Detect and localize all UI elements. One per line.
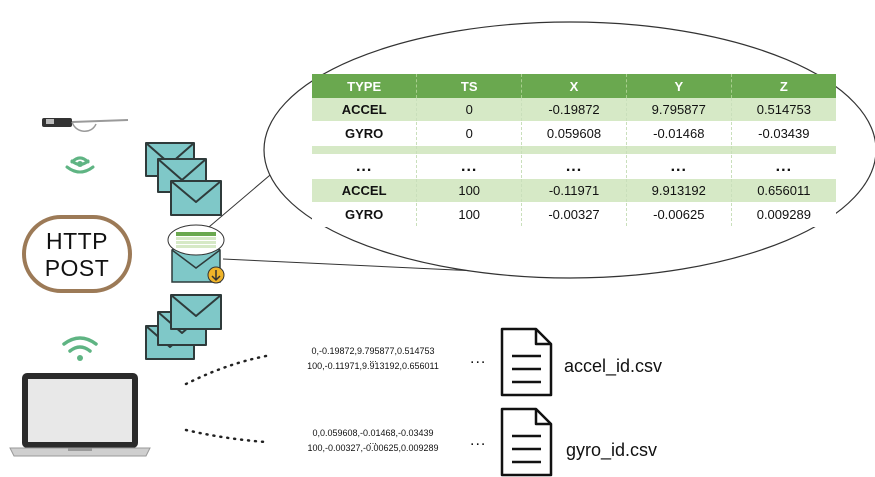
download-badge-icon [207,266,225,284]
gyro-file-name: gyro_id.csv [566,440,658,460]
table-cell: 9.913192 [626,178,732,203]
table-row: GYRO 100 -0.00327 -0.00625 0.009289 [312,202,836,227]
accel-csv-ellipsis: ... [369,354,377,364]
envelope-stack-bottom [145,294,222,360]
envelope-stack-top [145,142,222,216]
gyro-csv-line-first: 0,0.059608,-0.01468,-0.03439 [312,428,434,438]
table-row [312,145,836,155]
envelope-icon [170,180,222,216]
table-cell [521,145,627,155]
table-cell: ACCEL [312,98,418,122]
http-post-bubble: HTTP POST [22,215,132,293]
table-cell [416,145,523,155]
table-cell: 0.059608 [521,121,627,146]
accel-file-connector: ... [470,350,487,367]
wireless-signal-icon [65,156,95,174]
table-cell: 100 [416,202,523,227]
table-cell: -0.19872 [521,98,627,122]
table-cell: ... [731,154,836,179]
table-cell: -0.00327 [521,202,627,227]
attachment-envelope-icon [167,224,225,284]
table-cell: 0.009289 [731,202,836,227]
table-cell: ... [312,154,418,179]
table-cell: -0.11971 [521,178,627,203]
table-cell [312,145,418,155]
gyro-file-connector: ... [470,432,487,449]
table-cell [626,145,732,155]
dotted-connector-accel [184,354,268,386]
table-cell: 9.795877 [626,98,732,122]
table-cell: ACCEL [312,178,418,203]
table-row: ACCEL 100 -0.11971 9.913192 0.656011 [312,178,836,203]
gyro-csv-line-last: 100,-0.00327,-0.00625,0.009289 [307,443,439,453]
table-cell: ... [521,154,627,179]
file-document-icon [500,327,553,397]
table-row: GYRO 0 0.059608 -0.01468 -0.03439 [312,121,836,146]
table-cell: 0 [416,121,523,146]
accel-csv-line-last: 100,-0.11971,9.913192,0.656011 [307,361,439,371]
sensor-data-table: TYPE TS X Y Z ACCEL 0 -0.19872 9.795877 … [312,74,836,227]
dotted-connector-gyro [184,428,268,444]
table-cell: -0.01468 [626,121,732,146]
table-cell: 0.656011 [731,178,836,203]
table-cell: 100 [416,178,523,203]
accel-file-name: accel_id.csv [564,356,663,376]
http-label: HTTP [45,228,109,254]
column-header-z: Z [731,74,836,98]
table-cell: GYRO [312,202,418,227]
table-cell: 0 [416,98,523,122]
table-row: ACCEL 0 -0.19872 9.795877 0.514753 [312,98,836,122]
table-cell: 0.514753 [731,98,836,122]
column-header-ts: TS [416,74,523,98]
smart-glasses-icon [42,118,129,132]
gyro-csv-preview: 0,0.059608,-0.01468,-0.03439 ... 100,-0.… [273,429,473,453]
column-header-type: TYPE [312,74,418,98]
table-cell: -0.00625 [626,202,732,227]
table-header-row: TYPE TS X Y Z [312,74,836,98]
table-cell: ... [416,154,523,179]
accel-csv-line-first: 0,-0.19872,9.795877,0.514753 [311,346,435,356]
laptop-icon [9,373,151,457]
file-document-icon [500,407,553,477]
table-cell: ... [626,154,732,179]
table-cell: GYRO [312,121,418,146]
table-cell: -0.03439 [731,121,836,146]
wifi-icon [62,336,98,361]
gyro-csv-ellipsis: ... [369,436,377,446]
envelope-icon [170,294,222,330]
post-label: POST [44,255,110,281]
table-cell [731,145,836,155]
accel-csv-preview: 0,-0.19872,9.795877,0.514753 ... 100,-0.… [273,347,473,371]
table-row: ... ... ... ... ... [312,154,836,179]
column-header-y: Y [626,74,732,98]
column-header-x: X [521,74,627,98]
